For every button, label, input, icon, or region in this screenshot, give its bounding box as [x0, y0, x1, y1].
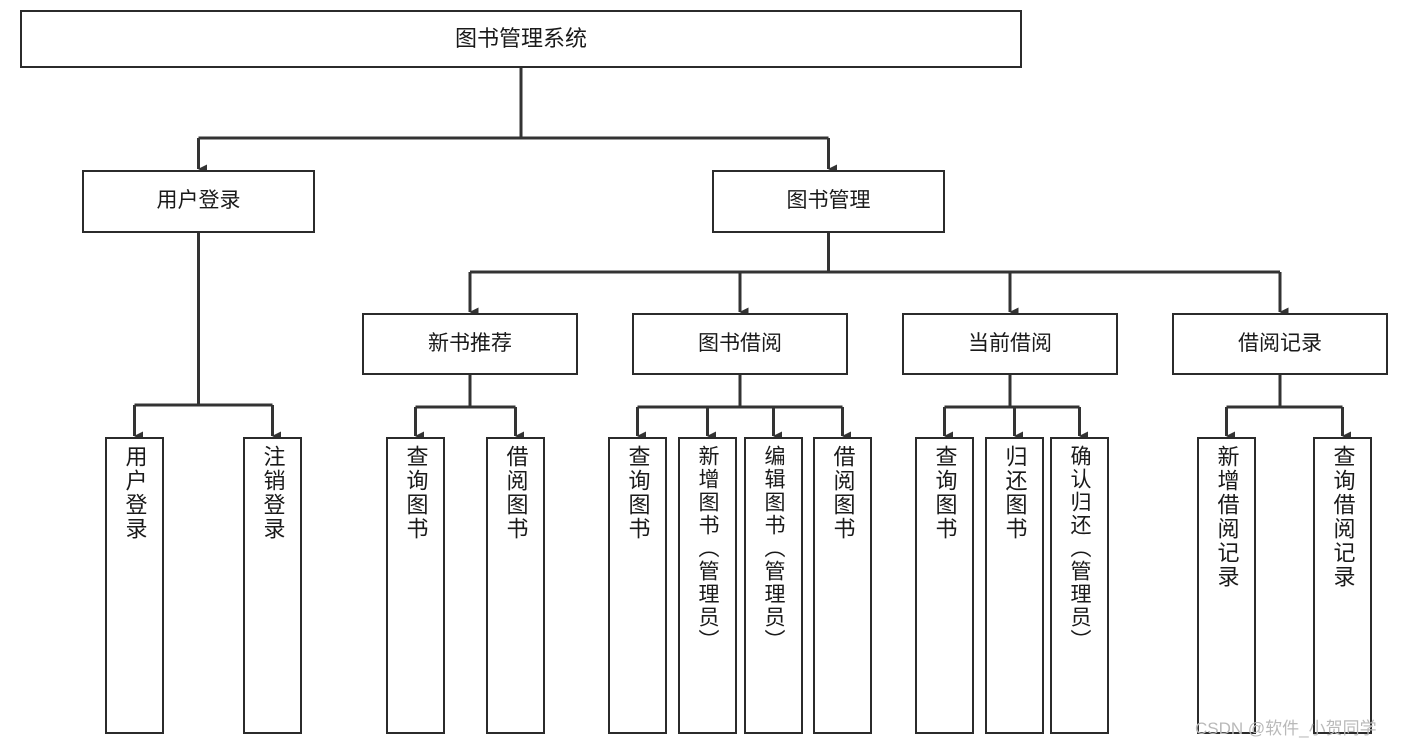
node-label: 编辑图书（管理员）: [762, 445, 785, 652]
node-borrow-record[interactable]: 借阅记录: [1172, 313, 1388, 375]
node-label: 新增借阅记录: [1214, 445, 1240, 589]
node-leaf-query-book-3[interactable]: 查询图书: [915, 437, 974, 734]
node-label: 当前借阅: [968, 331, 1052, 355]
node-label: 图书管理: [786, 189, 871, 213]
node-book-borrow[interactable]: 图书借阅: [632, 313, 848, 375]
node-label: 确认归还（管理员）: [1068, 445, 1091, 652]
node-label: 图书借阅: [698, 331, 782, 355]
node-leaf-return-book[interactable]: 归还图书: [985, 437, 1044, 734]
node-leaf-query-book-1[interactable]: 查询图书: [386, 437, 445, 734]
node-label: 查询图书: [932, 445, 958, 541]
node-current-borrow[interactable]: 当前借阅: [902, 313, 1118, 375]
node-user-login[interactable]: 用户登录: [82, 170, 315, 233]
node-leaf-user-login[interactable]: 用户登录: [105, 437, 164, 734]
node-leaf-query-book-2[interactable]: 查询图书: [608, 437, 667, 734]
node-label: 查询图书: [403, 445, 429, 541]
node-label: 查询图书: [625, 445, 651, 541]
node-leaf-add-book[interactable]: 新增图书（管理员）: [678, 437, 737, 734]
node-leaf-borrow-book-2[interactable]: 借阅图书: [813, 437, 872, 734]
node-leaf-logout[interactable]: 注销登录: [243, 437, 302, 734]
node-label: 借阅图书: [830, 445, 856, 541]
node-new-book-rec[interactable]: 新书推荐: [362, 313, 578, 375]
node-label: 注销登录: [260, 445, 286, 541]
node-leaf-borrow-book-1[interactable]: 借阅图书: [486, 437, 545, 734]
node-label: 图书管理系统: [454, 26, 587, 52]
node-label: 新增图书（管理员）: [696, 445, 719, 652]
node-book-manage[interactable]: 图书管理: [712, 170, 945, 233]
node-label: 用户登录: [122, 445, 148, 541]
node-label: 借阅图书: [503, 445, 529, 541]
node-label: 用户登录: [156, 189, 241, 213]
node-root[interactable]: 图书管理系统: [20, 10, 1022, 68]
node-label: 新书推荐: [428, 331, 512, 355]
node-label: 归还图书: [1002, 445, 1028, 541]
watermark-text: CSDN @软件_小贺同学: [1195, 719, 1377, 738]
node-label: 查询借阅记录: [1330, 445, 1356, 589]
node-leaf-query-record[interactable]: 查询借阅记录: [1313, 437, 1372, 734]
node-label: 借阅记录: [1238, 331, 1322, 355]
node-leaf-edit-book[interactable]: 编辑图书（管理员）: [744, 437, 803, 734]
node-leaf-add-record[interactable]: 新增借阅记录: [1197, 437, 1256, 734]
node-leaf-confirm-return[interactable]: 确认归还（管理员）: [1050, 437, 1109, 734]
